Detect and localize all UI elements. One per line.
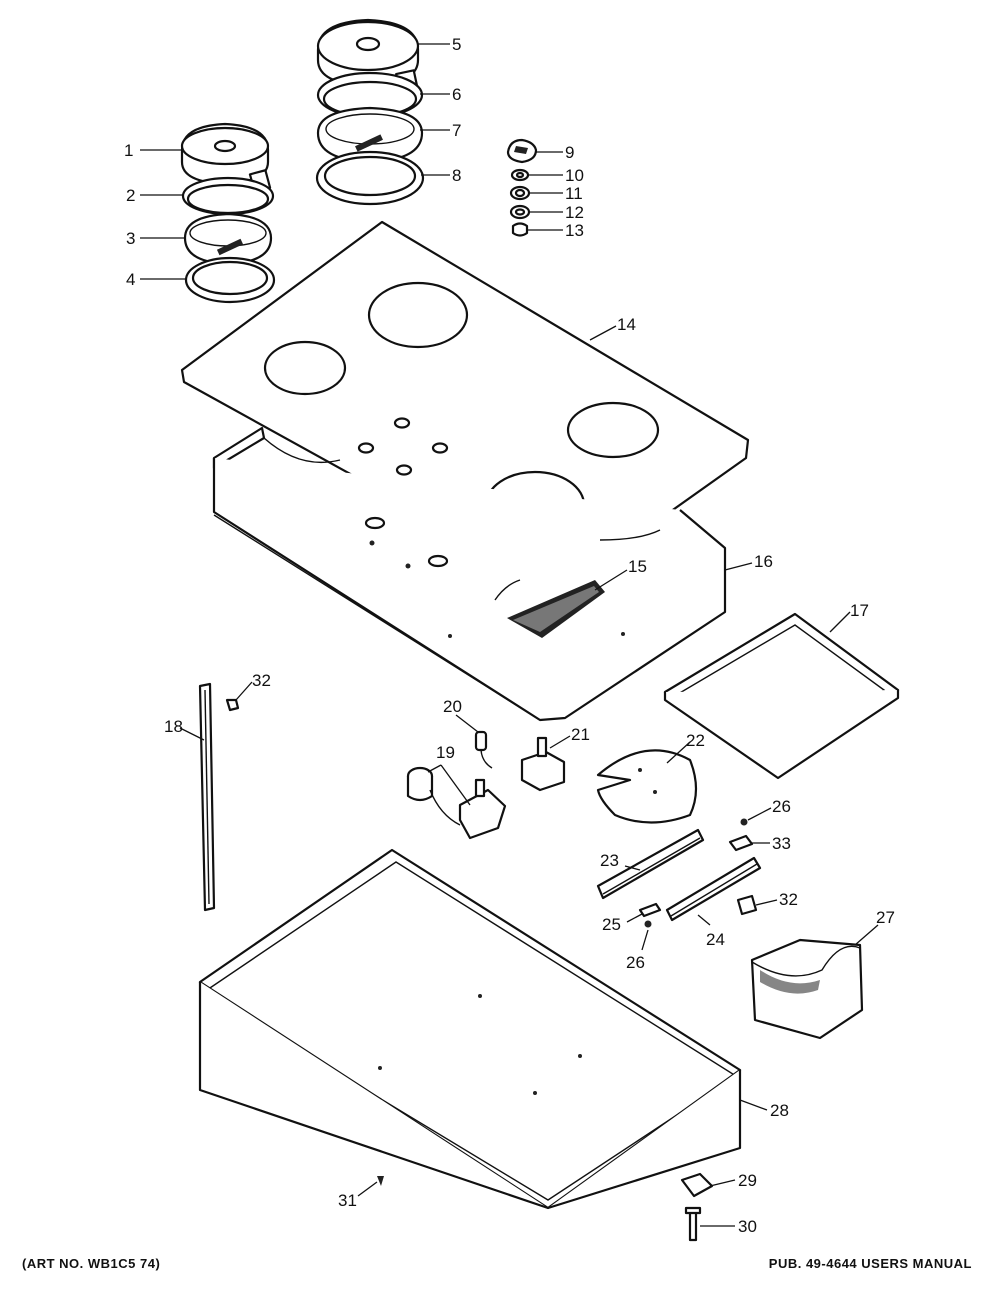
callout-3: 3	[126, 229, 135, 248]
callout-25: 25	[602, 915, 621, 934]
callout-18: 18	[164, 717, 183, 736]
gasket	[507, 580, 605, 638]
callout-33: 33	[772, 834, 791, 853]
control-switch	[520, 736, 566, 792]
insulation-block	[750, 938, 864, 1040]
leader-lines	[140, 43, 879, 1227]
callout-20: 20	[443, 697, 462, 716]
callout-23: 23	[600, 851, 619, 870]
callout-8: 8	[452, 166, 461, 185]
bracket-clip	[728, 834, 754, 852]
callout-22: 22	[686, 731, 705, 750]
callout-5: 5	[452, 35, 461, 54]
bracket-fastener	[736, 894, 758, 916]
callout-29: 29	[738, 1171, 757, 1190]
callout-15: 15	[628, 557, 647, 576]
publication-number: PUB. 49-4644 USERS MANUAL	[768, 1256, 972, 1271]
callout-31: 31	[338, 1191, 357, 1210]
front-bracket	[596, 828, 705, 900]
infinite-switch	[406, 766, 507, 840]
heat-shield	[596, 749, 698, 824]
callout-14: 14	[617, 315, 636, 334]
clip	[638, 902, 662, 918]
callout-30: 30	[738, 1217, 757, 1236]
callout-13: 13	[565, 221, 584, 240]
knob-bezel	[509, 185, 531, 201]
callout-7: 7	[452, 121, 461, 140]
callout-12: 12	[565, 203, 584, 222]
art-number: (ART NO. WB1C5 74)	[22, 1256, 161, 1271]
small-burner-head	[183, 212, 273, 266]
callout-labels: 1 2 3 4 5 6 7 8 9 10 11 12 13 14 15 16 1…	[124, 35, 895, 1236]
large-burner-bowl	[315, 150, 425, 206]
callout-1: 1	[124, 141, 133, 160]
callout-9: 9	[565, 143, 574, 162]
hinge-bracket	[680, 1172, 714, 1198]
rear-bracket	[665, 856, 762, 922]
control-knob	[506, 138, 538, 164]
callout-21: 21	[571, 725, 590, 744]
callout-19: 19	[436, 743, 455, 762]
callout-2: 2	[126, 186, 135, 205]
callout-32-lower: 32	[779, 890, 798, 909]
callout-26-upper: 26	[772, 797, 791, 816]
callout-24: 24	[706, 930, 725, 949]
large-burner-ring	[316, 71, 424, 119]
callout-16: 16	[754, 552, 773, 571]
small-burner-bowl	[184, 256, 276, 304]
knob-nut	[510, 168, 530, 182]
callout-11: 11	[565, 184, 583, 203]
knob-spacer	[511, 222, 529, 237]
small-burner-ring	[181, 176, 275, 216]
callout-27: 27	[876, 908, 895, 927]
screw-bottom	[377, 1176, 384, 1186]
callout-6: 6	[452, 85, 461, 104]
nut-upper	[740, 818, 748, 826]
trim-strip	[198, 682, 216, 912]
callout-10: 10	[565, 166, 584, 185]
indicator-light	[474, 730, 493, 769]
screw-left	[225, 698, 240, 712]
callout-28: 28	[770, 1101, 789, 1120]
nut-lower	[644, 920, 652, 928]
callout-17: 17	[850, 601, 869, 620]
knob-washer	[509, 204, 531, 220]
cooktop-main-top	[180, 220, 750, 592]
callout-32-upper: 32	[252, 671, 271, 690]
long-bolt	[684, 1206, 702, 1242]
burner-box	[212, 426, 727, 722]
callout-26-lower: 26	[626, 953, 645, 972]
bottom-pan	[198, 848, 742, 1210]
callout-4: 4	[126, 270, 135, 289]
drip-tray	[663, 612, 900, 780]
